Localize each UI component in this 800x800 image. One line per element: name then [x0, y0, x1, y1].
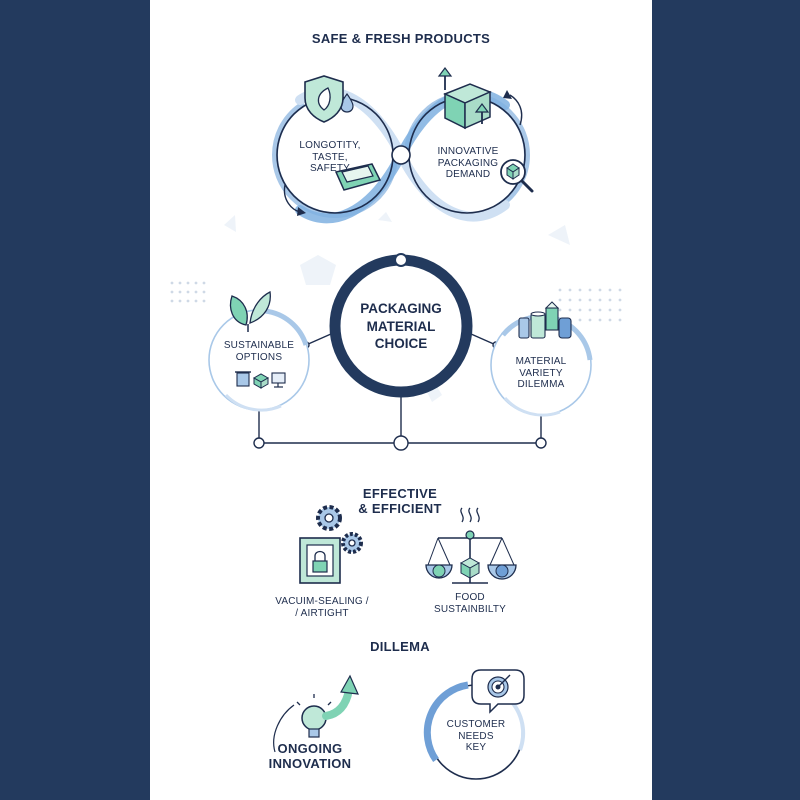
box-arrows-icon	[437, 67, 492, 130]
ongoing-innovation-label: ONGOING INNOVATION	[268, 741, 352, 771]
top-left-label: LONGOTITY, TASTE, SAFETY	[299, 140, 361, 174]
target-speech-icon	[471, 669, 525, 714]
monitor-icon	[271, 372, 286, 388]
section-effective-title: EFFECTIVE & EFFICIENT	[358, 486, 442, 516]
decor-dots-left	[170, 281, 206, 303]
vacuum-sealing-label: VACUIM-SEALING / / AIRTIGHT	[275, 596, 369, 619]
section-dilemma-title: DILLEMA	[370, 639, 430, 654]
food-sustainability-label: FOOD SUSTAINBILTY	[433, 592, 507, 615]
small-box-icon	[252, 373, 270, 389]
growth-arrow-icon	[322, 674, 359, 720]
customer-needs-label: CUSTOMER NEEDS KEY	[446, 719, 506, 753]
right-node-label: MATERIAL VARIETY DILEMMA	[515, 356, 567, 390]
right-navy-border	[652, 0, 800, 800]
decor-dots-right	[558, 288, 622, 322]
steam-icon	[460, 507, 480, 523]
magnifier-icon	[500, 159, 534, 193]
decor-shapes	[224, 212, 570, 406]
vacuum-seal-icon	[299, 537, 341, 584]
food-tray-icon	[334, 163, 382, 191]
center-label: PACKAGING MATERIAL CHOICE	[360, 301, 442, 352]
gears-icon	[316, 505, 363, 554]
sprout-icon	[229, 291, 271, 332]
left-node-label: SUSTAINABLE OPTIONS	[223, 340, 295, 363]
bin-icon	[235, 371, 251, 387]
scale-icon	[425, 530, 517, 584]
shield-leaf-icon	[304, 75, 344, 123]
left-navy-border	[0, 0, 150, 800]
central-ring	[329, 253, 473, 398]
top-right-label: INNOVATIVE PACKAGING DEMAND	[437, 146, 499, 180]
containers-icon	[518, 301, 572, 339]
main-title: SAFE & FRESH PRODUCTS	[311, 31, 491, 46]
